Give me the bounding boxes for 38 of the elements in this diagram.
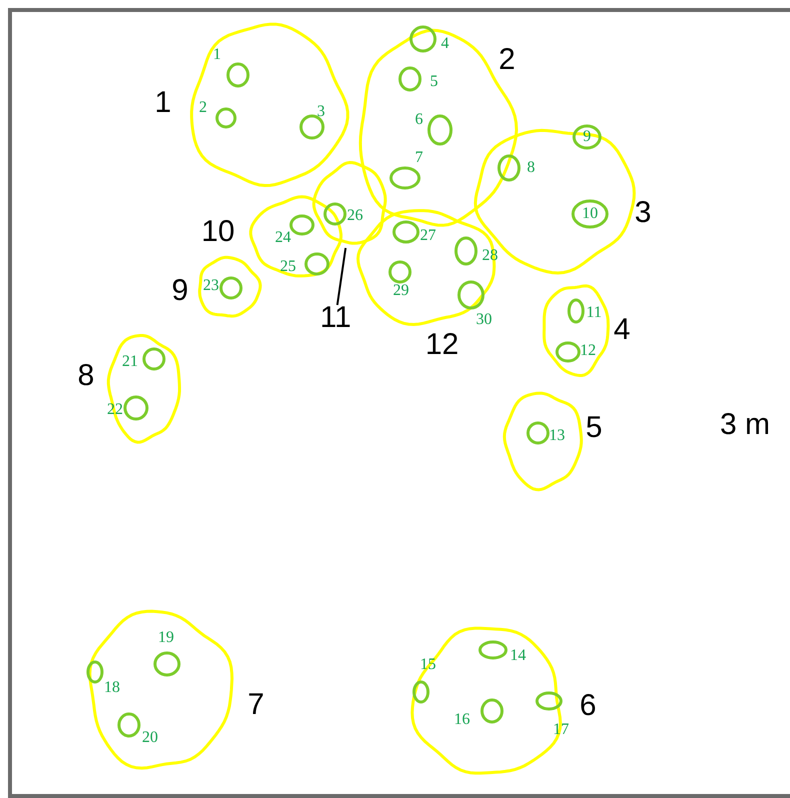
- tree-number: 8: [527, 160, 535, 176]
- crown-number: 4: [614, 315, 630, 345]
- tree-number: 13: [549, 428, 565, 444]
- tree-number: 25: [280, 259, 296, 275]
- scale-label: 3 m: [720, 410, 770, 440]
- tree-number: 12: [580, 343, 596, 359]
- crown-number: 7: [248, 690, 264, 720]
- crown-number: 3: [634, 198, 652, 228]
- tree-number: 4: [441, 36, 449, 52]
- crown-number: 12: [425, 330, 459, 360]
- tree-number: 11: [586, 305, 602, 321]
- tree-number: 6: [415, 112, 423, 128]
- tree-number: 18: [104, 680, 120, 696]
- tree-number: 16: [454, 712, 470, 728]
- tree-number: 20: [142, 730, 158, 746]
- crown-number: 1: [154, 88, 172, 118]
- tree-number: 29: [393, 283, 409, 299]
- tree-number: 7: [415, 150, 423, 166]
- tree-number: 10: [582, 206, 598, 222]
- crown-number: 10: [201, 217, 235, 247]
- tree-number: 23: [203, 278, 219, 294]
- crown-number: 6: [580, 691, 596, 721]
- tree-number: 26: [347, 208, 363, 224]
- tree-number: 2: [199, 100, 207, 116]
- crown-number: 2: [498, 45, 516, 75]
- crown-number: 9: [172, 276, 188, 306]
- tree-number: 3: [317, 104, 325, 120]
- tree-number: 1: [213, 47, 221, 63]
- tree-number: 24: [275, 230, 291, 246]
- crown-number: 8: [78, 361, 94, 391]
- tree-number: 5: [430, 74, 438, 90]
- tree-number: 21: [122, 354, 138, 370]
- tree-number: 19: [158, 630, 174, 646]
- tree-number: 27: [420, 228, 436, 244]
- crown-number: 5: [586, 413, 602, 443]
- tree-number: 30: [476, 312, 492, 328]
- crown-number: 11: [320, 301, 352, 334]
- tree-number: 14: [510, 648, 526, 664]
